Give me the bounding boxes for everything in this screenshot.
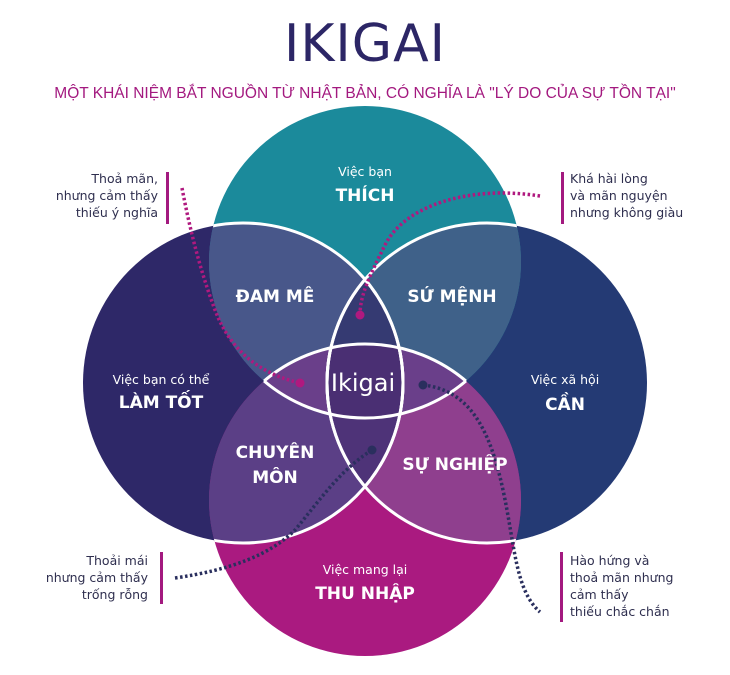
note-bottom-left: Thoải mái nhưng cảm thấy trống rỗng (40, 552, 148, 603)
good-at-keyword: LÀM TỐT (119, 389, 204, 413)
note-line: nhưng không giàu (570, 205, 684, 220)
page-subtitle: MỘT KHÁI NIỆM BẮT NGUỒN TỪ NHẬT BẢN, CÓ … (54, 85, 676, 102)
note-accent-bar (561, 172, 564, 224)
profession-label-line1: CHUYÊN (236, 441, 315, 463)
note-line: thiếu chắc chắn (570, 604, 670, 619)
note-line: Thoả mãn, (91, 171, 158, 186)
connector-dot (418, 380, 428, 390)
connector-dot (295, 378, 305, 388)
connector-top-left (180, 187, 301, 385)
love-caption: Việc bạn (338, 164, 392, 179)
note-line: thiếu ý nghĩa (75, 205, 158, 220)
note-line: nhưng cảm thấy (55, 188, 158, 203)
note-line: nhưng cảm thấy (45, 570, 148, 585)
paid-for-keyword: THU NHẬP (315, 582, 415, 604)
connector-dot (367, 445, 377, 455)
connector-bottom-right (422, 383, 542, 614)
world-needs-caption: Việc xã hội (531, 372, 599, 387)
note-line: thoả mãn nhưng (570, 570, 674, 585)
note-accent-bar (160, 552, 163, 604)
note-line: trống rỗng (81, 587, 148, 602)
passion-label: ĐAM MÊ (236, 285, 315, 307)
note-top-right: Khá hài lòng và mãn nguyện nhưng không g… (570, 170, 720, 221)
note-line: Thoải mái (86, 553, 148, 568)
note-line: Hào hứng và (570, 553, 650, 568)
world-needs-keyword: CẦN (545, 391, 585, 415)
note-line: cảm thấy (570, 587, 629, 602)
profession-label-line2: MÔN (252, 466, 298, 488)
note-line: Khá hài lòng (570, 171, 648, 186)
connector-top-right (358, 191, 541, 316)
vocation-label: SỰ NGHIỆP (402, 453, 507, 475)
good-at-caption: Việc bạn có thể (113, 372, 210, 387)
paid-for-caption: Việc mang lại (323, 562, 408, 577)
note-accent-bar (166, 172, 169, 224)
note-bottom-right: Hào hứng và thoả mãn nhưng cảm thấy thiế… (570, 552, 720, 620)
mission-label: SỨ MỆNH (407, 285, 496, 307)
note-accent-bar (560, 552, 563, 622)
ikigai-center-label: Ikigai (331, 369, 395, 397)
connector-bottom-left (174, 448, 373, 580)
connector-dot (355, 310, 365, 320)
note-line: và mãn nguyện (570, 188, 668, 203)
love-keyword: THÍCH (336, 184, 395, 206)
page-title: IKIGAI (284, 14, 446, 74)
note-top-left: Thoả mãn, nhưng cảm thấy thiếu ý nghĩa (40, 170, 158, 221)
